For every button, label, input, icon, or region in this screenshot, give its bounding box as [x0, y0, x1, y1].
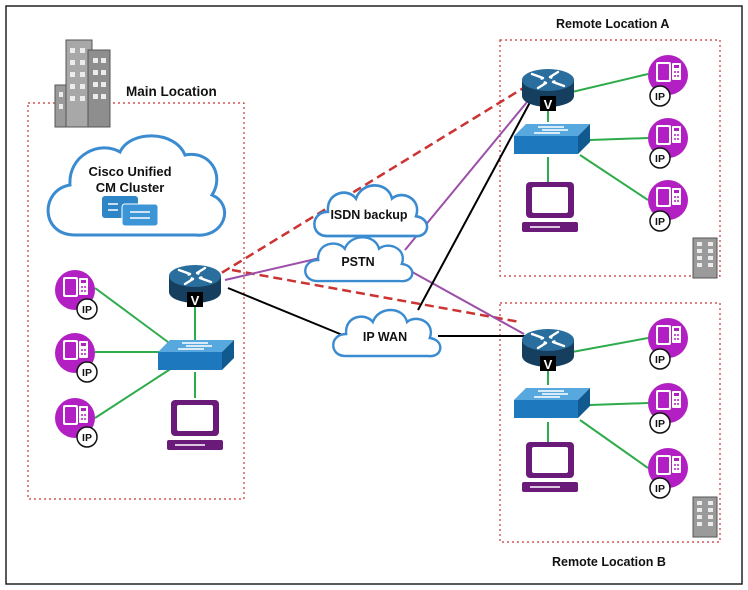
- ip-wan-label: IP WAN: [363, 330, 407, 344]
- remote-b-pc: [521, 441, 579, 493]
- remote-b-switch: [513, 387, 591, 419]
- main-phone-1-ip-label: IP: [82, 304, 92, 316]
- remote-a-phone-3-ip-label: IP: [655, 216, 665, 228]
- link-main-phone3: [94, 367, 173, 419]
- remote-b-title: Remote Location B: [552, 555, 666, 569]
- remote-a-phone-1-ip-badge: [649, 85, 671, 107]
- remote-b-router-v-box: [540, 356, 556, 371]
- link-main-to-ipwan: [227, 287, 346, 337]
- remote-a-title: Remote Location A: [556, 17, 669, 31]
- main-phone-2-ip-badge: [76, 361, 98, 383]
- link-main-phone1: [94, 287, 173, 346]
- cm-cluster-cloud: [46, 134, 227, 237]
- remote-b-phone-3-ip-label: IP: [655, 483, 665, 495]
- link-b-router-phone1: [571, 337, 649, 353]
- hq-building-icon: [54, 39, 111, 128]
- remote-b-phone-2-ip-label: IP: [655, 418, 665, 430]
- link-a-router-phone1: [571, 73, 649, 93]
- main-phone-3-ip-label: IP: [82, 432, 92, 444]
- remote-b-zone: [499, 302, 721, 543]
- link-main-to-pstn: [224, 257, 321, 281]
- pstn-label: PSTN: [341, 255, 374, 269]
- remote-a-phone-3-ip-badge: [649, 210, 671, 232]
- remote-b-building-icon: [692, 496, 718, 538]
- cluster-label-line1: Cisco Unified: [88, 164, 171, 179]
- main-location-title: Main Location: [126, 84, 217, 99]
- remote-a-phone-2-ip-label: IP: [655, 153, 665, 165]
- remote-a-router-v-label: V: [544, 97, 553, 112]
- link-b-switch-phone2: [589, 402, 649, 406]
- cluster-label-line2: CM Cluster: [96, 180, 165, 195]
- remote-a-phone-1-ip-label: IP: [655, 91, 665, 103]
- remote-a-building-icon: [692, 237, 718, 279]
- main-phone-1-ip-badge: [76, 298, 98, 320]
- link-a-switch-phone3: [579, 154, 649, 201]
- link-a-switch-phone2: [589, 137, 649, 141]
- remote-b-phone-1-ip-badge: [649, 348, 671, 370]
- remote-a-zone: [499, 39, 721, 277]
- link-b-switch-phone3: [579, 419, 649, 469]
- main-phone-2-ip-label: IP: [82, 367, 92, 379]
- link-pstn-to-b: [404, 267, 525, 335]
- main-router-v-box: [187, 292, 203, 307]
- remote-b-phone-1-ip-label: IP: [655, 354, 665, 366]
- remote-a-router-v-box: [540, 96, 556, 111]
- link-main-to-a-backup: [209, 82, 531, 282]
- main-pc: [166, 399, 224, 451]
- remote-b-phone-2-ip-badge: [649, 412, 671, 434]
- remote-a-pc: [521, 181, 579, 233]
- outer-frame: [5, 5, 743, 585]
- main-router-v-label: V: [191, 293, 200, 308]
- remote-b-phone-3-ip-badge: [649, 477, 671, 499]
- remote-b-router-v-label: V: [544, 357, 553, 372]
- main-location-zone: [27, 102, 245, 500]
- link-ipwan-to-a: [417, 92, 536, 311]
- main-phone-3-ip-badge: [76, 426, 98, 448]
- link-main-to-b-backup: [231, 268, 521, 324]
- remote-a-switch: [513, 123, 591, 155]
- main-switch: [157, 339, 235, 371]
- isdn-backup-label: ISDN backup: [330, 208, 407, 222]
- remote-a-phone-2-ip-badge: [649, 147, 671, 169]
